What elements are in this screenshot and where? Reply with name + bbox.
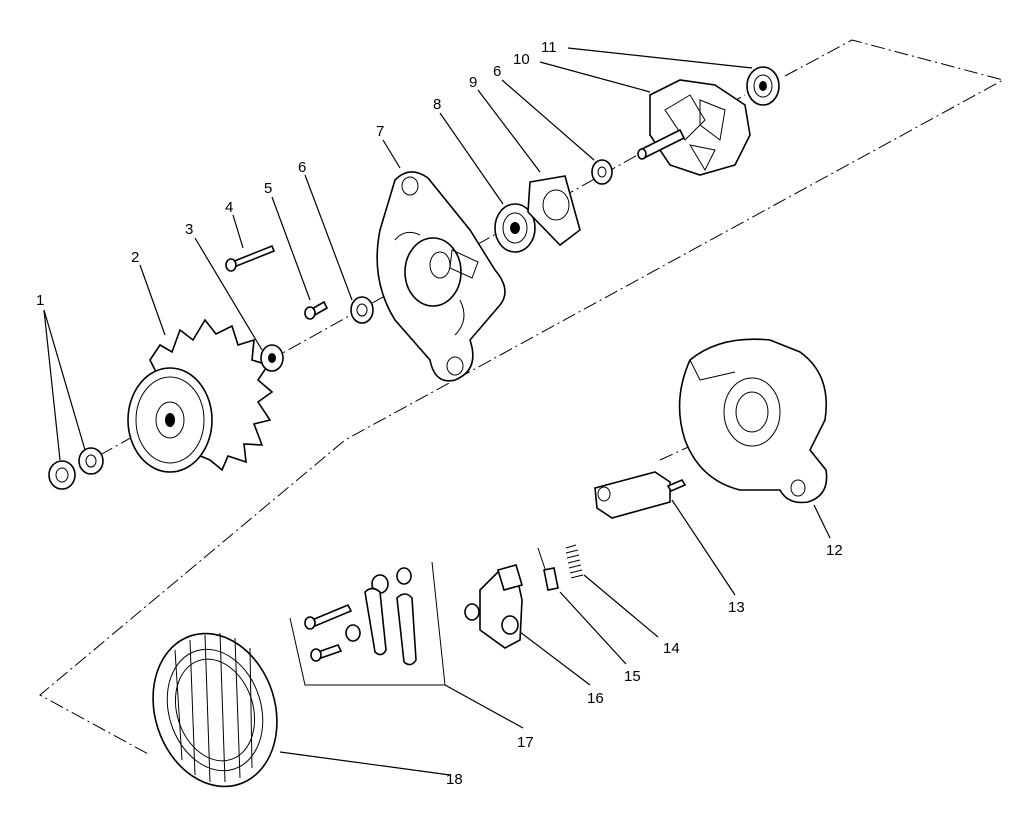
callout-10: 10	[513, 51, 530, 68]
part-spacer	[260, 344, 284, 372]
leader-lines	[43, 47, 831, 776]
callout-labels: 1 2 3 4 5 6 7 8 9 6 10 11 12 13 14 15 16…	[36, 39, 843, 788]
part-rear-bearing	[746, 66, 780, 106]
part-rear-housing	[678, 338, 828, 504]
part-short-screw	[304, 300, 329, 320]
callout-17: 17	[517, 734, 534, 751]
part-washer-rear	[591, 159, 613, 185]
part-pulley-fan	[127, 318, 274, 473]
callout-11: 11	[541, 39, 557, 56]
callout-6-front: 6	[298, 159, 306, 176]
callout-5: 5	[264, 180, 272, 197]
part-spring	[565, 544, 584, 579]
callout-6-rear: 6	[493, 63, 501, 80]
part-brush-holder	[464, 564, 524, 649]
callout-4: 4	[225, 199, 233, 216]
part-terminal-kit	[289, 561, 446, 686]
callout-3: 3	[185, 221, 193, 238]
callout-13: 13	[728, 599, 745, 616]
part-retainer-plate	[527, 175, 581, 247]
callout-8: 8	[433, 96, 441, 113]
callout-12: 12	[826, 542, 843, 559]
part-bearing	[494, 203, 536, 253]
callout-7: 7	[376, 123, 384, 140]
part-rotor	[637, 79, 751, 176]
part-brush	[537, 547, 559, 591]
part-front-bracket	[376, 171, 506, 382]
callout-1: 1	[36, 292, 44, 309]
callout-15: 15	[624, 668, 641, 685]
callout-16: 16	[587, 690, 604, 707]
callout-9: 9	[469, 74, 477, 91]
part-regulator	[594, 471, 687, 519]
callout-18: 18	[446, 771, 463, 788]
callout-14: 14	[663, 640, 680, 657]
part-long-bolt	[225, 244, 276, 272]
callout-2: 2	[131, 249, 139, 266]
part-washer-front	[350, 296, 374, 324]
part-stator	[152, 632, 278, 788]
part-nut-washer	[48, 447, 104, 490]
